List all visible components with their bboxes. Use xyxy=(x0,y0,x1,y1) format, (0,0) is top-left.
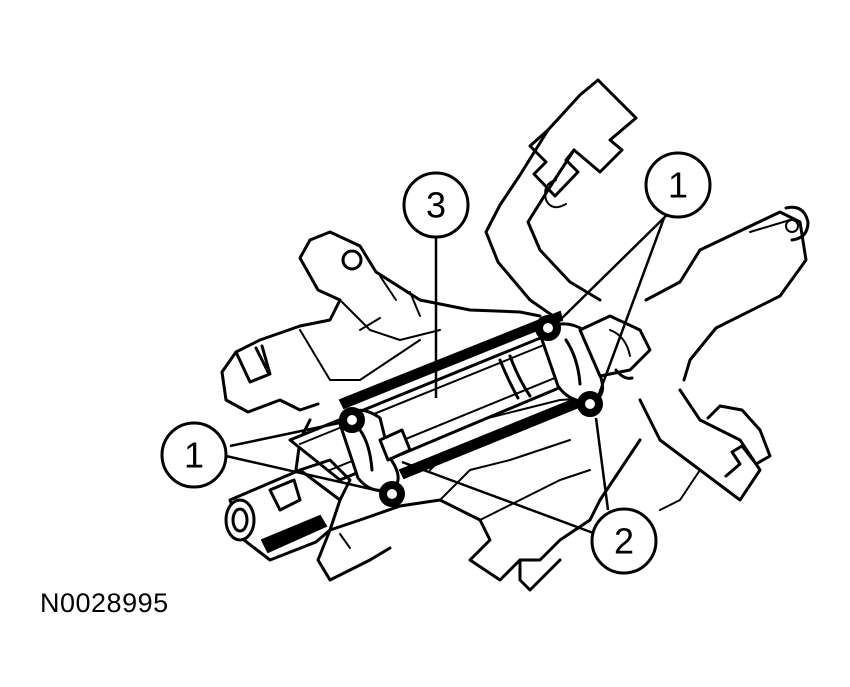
column-frame xyxy=(220,230,542,472)
upper-bracket xyxy=(484,78,638,320)
nut-lower-left xyxy=(379,481,405,507)
leader-lines xyxy=(225,209,673,536)
callout-1-left-label: 1 xyxy=(184,435,204,476)
figure-id-label: N0028995 xyxy=(40,588,169,618)
callout-1-right-label: 1 xyxy=(668,165,688,206)
callout-1-right: 1 xyxy=(644,151,712,219)
callout-3-label: 3 xyxy=(426,185,446,226)
callout-3: 3 xyxy=(402,171,470,239)
nut-lower-right xyxy=(577,391,603,417)
right-bracket xyxy=(638,205,810,511)
callout-2-label: 2 xyxy=(614,521,634,562)
nut-upper-left xyxy=(339,407,365,433)
shaft-coupling xyxy=(224,458,352,562)
rear-clamp xyxy=(538,314,652,403)
callout-2: 2 xyxy=(590,507,658,575)
nut-upper-right xyxy=(535,315,561,341)
callout-1-left: 1 xyxy=(160,421,228,489)
